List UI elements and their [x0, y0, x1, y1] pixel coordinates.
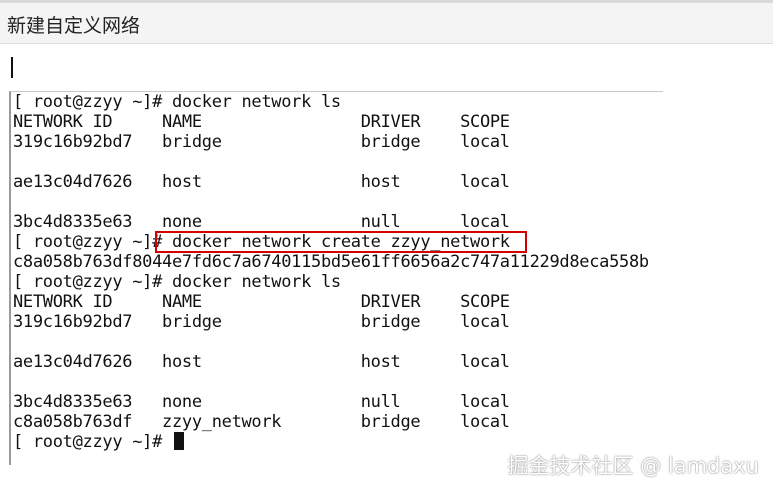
terminal-prompt-line[interactable]: [ root@zzyy ~]# — [13, 432, 184, 452]
terminal-line: c8a058b763df zzyy_network bridge local — [13, 412, 510, 432]
terminal-output[interactable] — [9, 91, 663, 465]
terminal-line: 3bc4d8335e63 none null local — [13, 392, 510, 412]
terminal-line: c8a058b763df8044e7fd6c7a6740115bd5e61ff6… — [13, 252, 649, 272]
terminal-line: 319c16b92bd7 bridge bridge local — [13, 132, 510, 152]
terminal-line: NETWORK ID NAME DRIVER SCOPE — [13, 112, 510, 132]
watermark: 掘金技术社区 @ lamdaxu — [507, 454, 759, 478]
terminal-cursor — [173, 432, 184, 450]
terminal-line: 319c16b92bd7 bridge bridge local — [13, 312, 510, 332]
window-title-bar: 新建自定义网络 — [0, 0, 773, 44]
terminal-line: [ root@zzyy ~]# docker network ls — [13, 272, 341, 292]
terminal-line: ae13c04d7626 host host local — [13, 172, 510, 192]
terminal-line: [ root@zzyy ~]# docker network ls — [13, 92, 341, 112]
terminal-line: NETWORK ID NAME DRIVER SCOPE — [13, 292, 510, 312]
terminal-line: ae13c04d7626 host host local — [13, 352, 510, 372]
window-title: 新建自定义网络 — [7, 15, 141, 37]
command-highlight-box — [155, 231, 527, 253]
text-caret — [11, 57, 13, 78]
terminal-prompt: [ root@zzyy ~]# — [13, 432, 172, 452]
terminal-line: [ root@zzyy ~]# docker network create zz… — [13, 232, 510, 252]
terminal-line: 3bc4d8335e63 none null local — [13, 212, 510, 232]
